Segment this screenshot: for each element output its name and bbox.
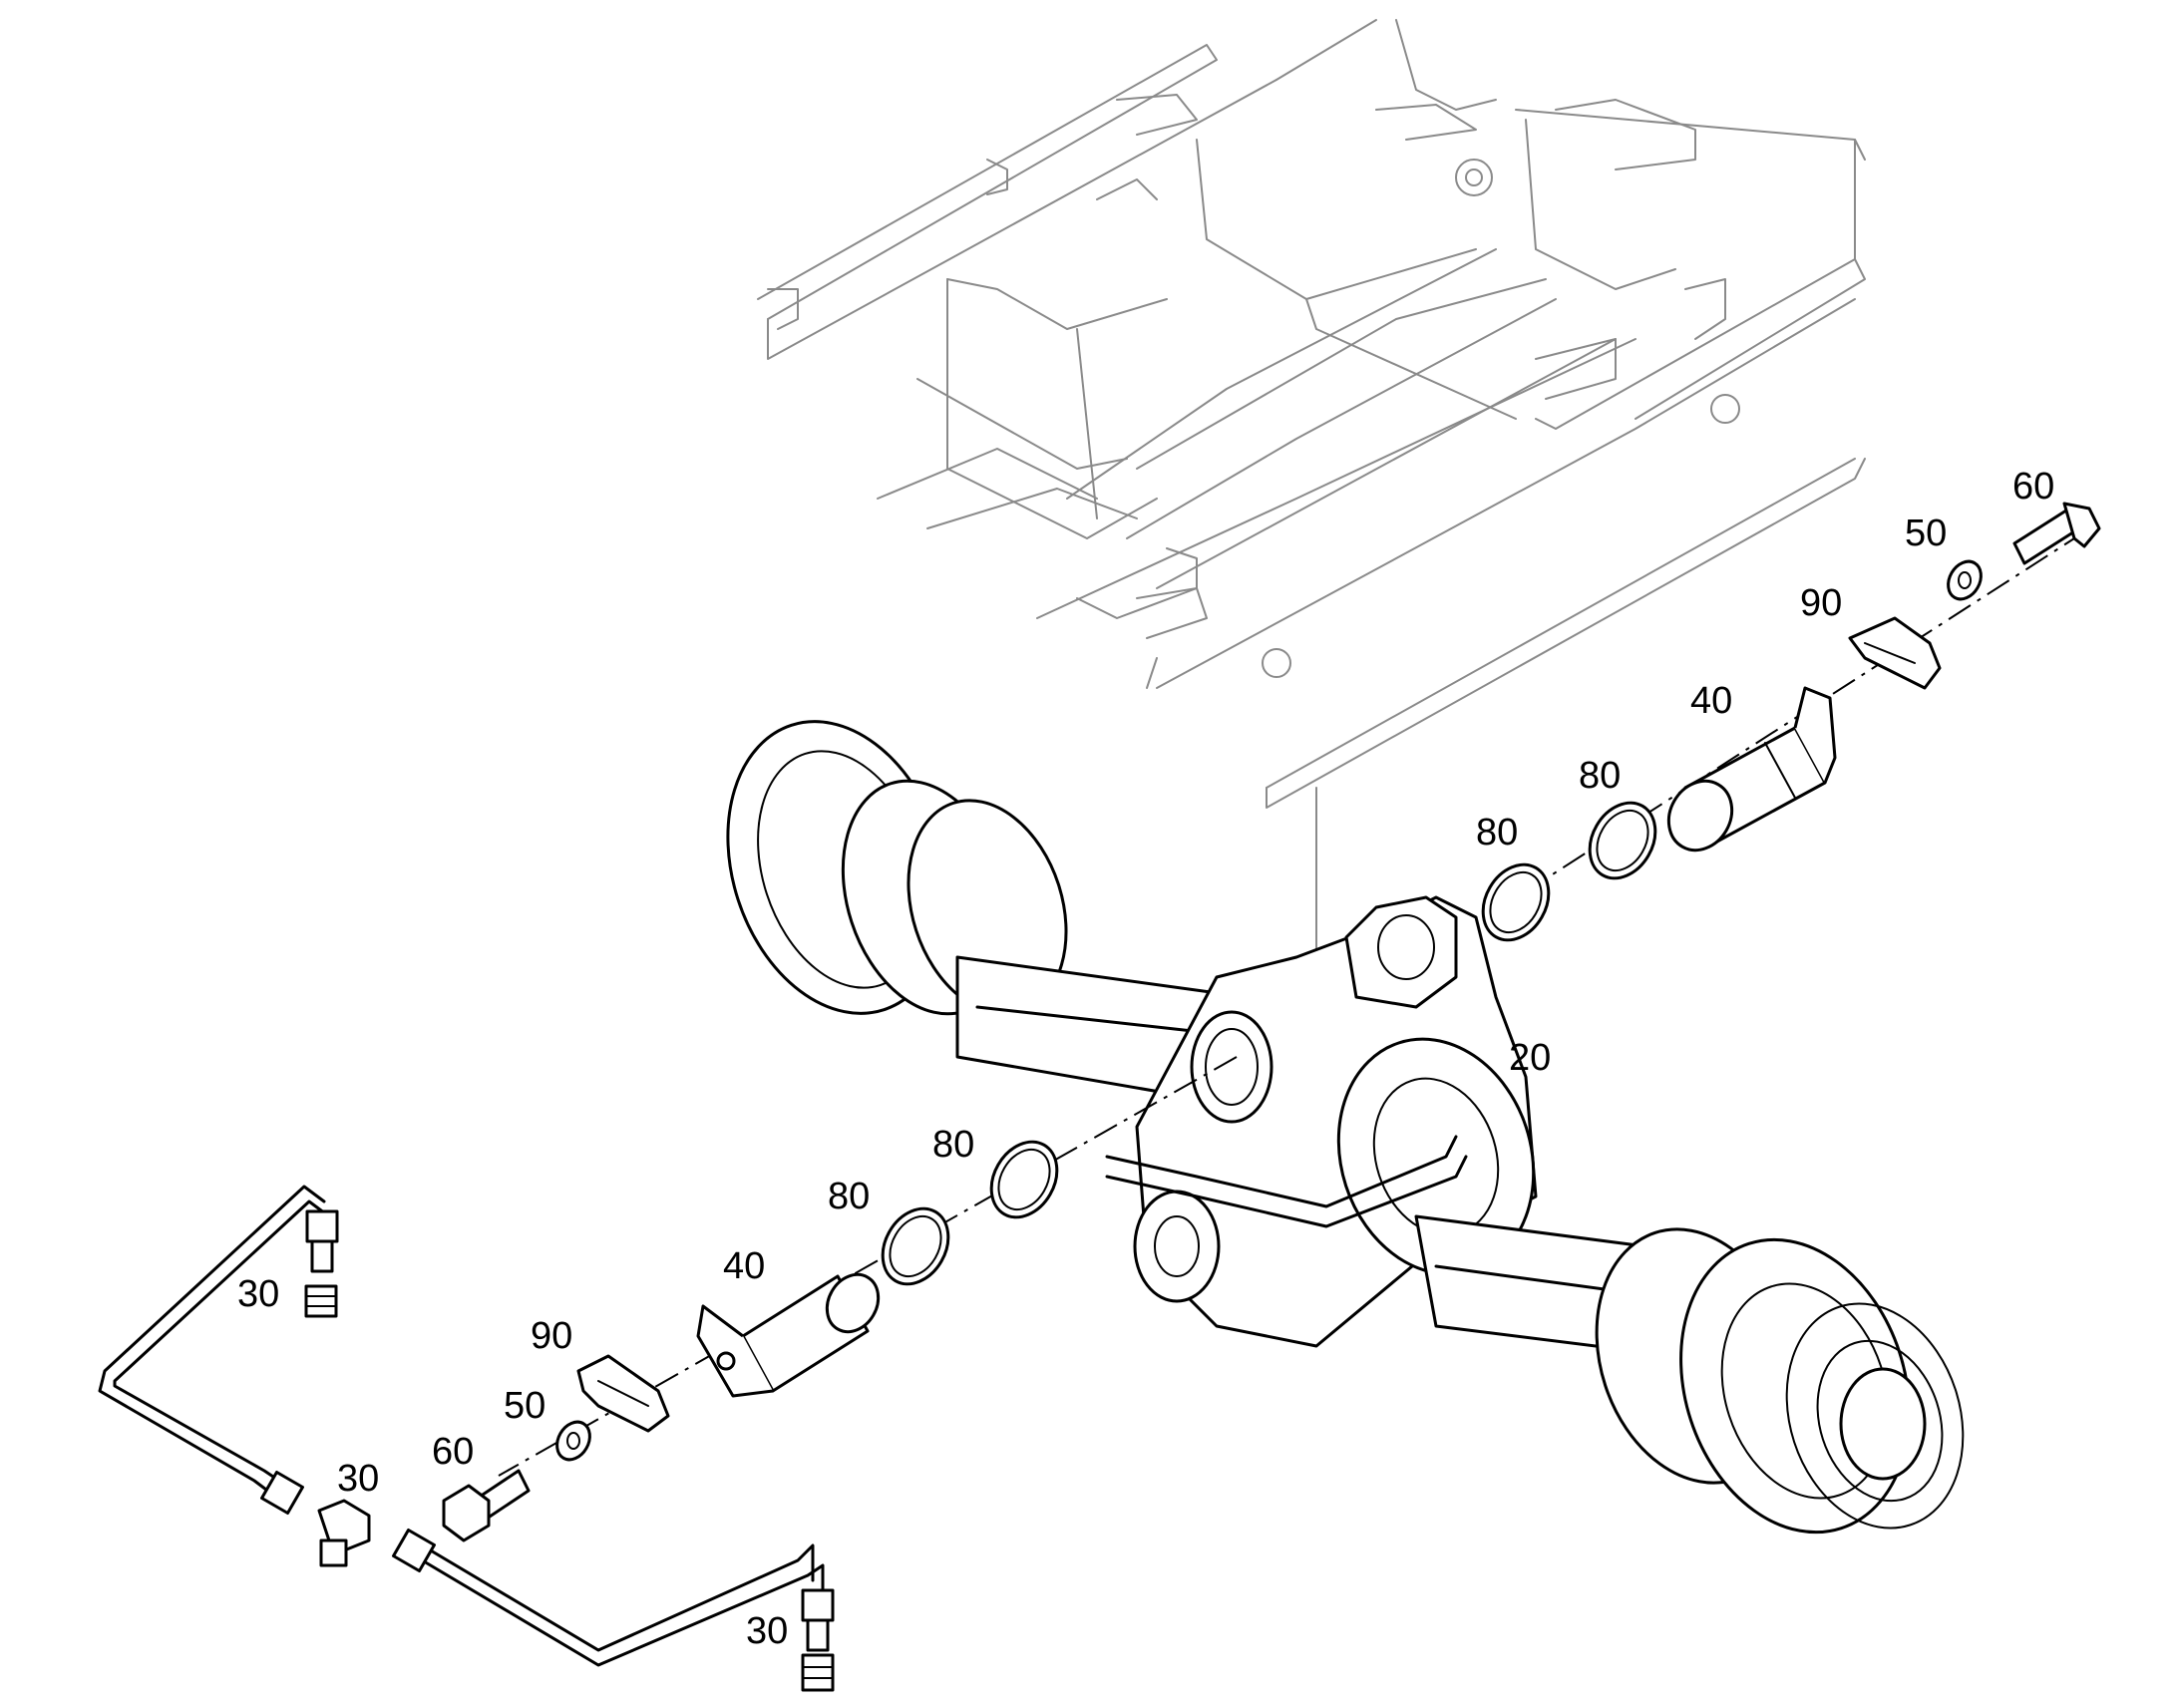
callout-60-upper: 60 bbox=[2012, 466, 2054, 508]
callout-80-lower-b: 80 bbox=[828, 1176, 870, 1217]
upper-part-stack bbox=[1481, 502, 2101, 942]
callout-30-top: 30 bbox=[237, 1273, 279, 1315]
callout-90-lower: 90 bbox=[531, 1315, 572, 1357]
callout-20: 20 bbox=[1509, 1037, 1551, 1079]
union-30-bottom bbox=[801, 1588, 835, 1622]
washer-50-upper bbox=[1947, 559, 1983, 601]
washer-50-lower bbox=[555, 1420, 591, 1462]
chassis-frame bbox=[757, 19, 1866, 998]
callout-30-bottom: 30 bbox=[746, 1610, 788, 1652]
o-ring-80-upper-a bbox=[1481, 862, 1551, 942]
o-ring-80-lower-a bbox=[989, 1140, 1059, 1219]
callout-50-lower: 50 bbox=[504, 1385, 545, 1427]
o-ring-80-upper-b bbox=[1588, 801, 1657, 880]
bolt-60-upper bbox=[2012, 502, 2101, 565]
bracket-90-lower bbox=[576, 1354, 670, 1433]
callout-40-upper: 40 bbox=[1690, 680, 1732, 722]
callout-80-upper-b: 80 bbox=[1579, 755, 1621, 797]
brake-pipe-assembly bbox=[98, 1185, 835, 1692]
callout-80-lower-a: 80 bbox=[932, 1124, 974, 1166]
callout-labels: 20 30 30 30 40 40 50 50 60 60 80 80 80 8… bbox=[237, 466, 2054, 1652]
callout-30-mid: 30 bbox=[337, 1458, 379, 1500]
bolt-60-lower bbox=[442, 1469, 531, 1542]
cylinder-40-lower bbox=[696, 1272, 881, 1398]
callout-80-upper-a: 80 bbox=[1476, 812, 1518, 854]
callout-60-lower: 60 bbox=[432, 1431, 474, 1473]
callout-40-lower: 40 bbox=[723, 1245, 765, 1287]
o-ring-80-lower-b bbox=[881, 1206, 950, 1286]
lower-part-stack bbox=[442, 1056, 1238, 1542]
cylinder-40-upper bbox=[1666, 686, 1837, 853]
callout-50-upper: 50 bbox=[1905, 512, 1947, 554]
union-30-top bbox=[305, 1209, 339, 1243]
axle-assembly bbox=[726, 720, 1965, 1535]
callout-90-upper: 90 bbox=[1800, 582, 1842, 624]
bracket-90-upper bbox=[1848, 616, 1942, 690]
